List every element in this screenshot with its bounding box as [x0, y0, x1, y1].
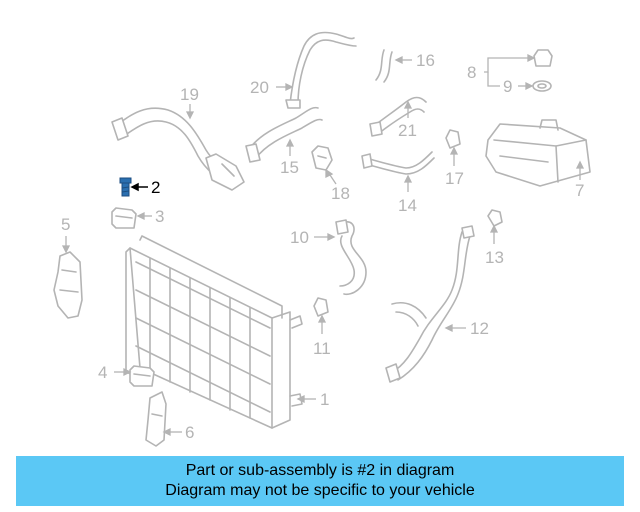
parts-diagram: 1 2 3 4 5 6 7 8 9 10 11 12 13 14 15 16 1…: [53, 31, 591, 447]
clip-part-11[interactable]: [313, 297, 329, 317]
leader-arrow-11: [317, 314, 327, 334]
leader-arrow-1: [296, 394, 316, 404]
hose-part-14[interactable]: [361, 151, 435, 175]
leader-arrow-12: [444, 323, 466, 333]
part-number-18[interactable]: 18: [331, 184, 350, 203]
expansion-tank-part-7[interactable]: [485, 119, 591, 187]
part-number-6[interactable]: 6: [185, 423, 195, 442]
part-number-10[interactable]: 10: [290, 228, 309, 247]
leader-arrow-14: [403, 174, 413, 192]
part-number-11[interactable]: 11: [313, 339, 331, 358]
leader-arrow-2: [130, 182, 148, 192]
leader-arrow-18: [325, 168, 337, 185]
caption-line-disclaimer: Diagram may not be specific to your vehi…: [165, 482, 475, 499]
leader-arrow-19: [185, 104, 195, 120]
part-number-4[interactable]: 4: [98, 363, 108, 382]
bracket-part-6[interactable]: [145, 391, 167, 447]
caption-line-part-number: Part or sub-assembly is #2 in diagram: [185, 462, 455, 479]
leader-arrow-20: [276, 82, 294, 92]
clip-part-17[interactable]: [445, 129, 461, 149]
leader-arrow-3: [136, 211, 152, 221]
diagram-drawing: [53, 31, 591, 447]
hose-part-15[interactable]: [245, 106, 323, 163]
clip-part-13[interactable]: [487, 209, 503, 227]
air-guide-part-5[interactable]: [53, 251, 83, 319]
part-number-15[interactable]: 15: [280, 158, 299, 177]
leader-arrow-15: [285, 138, 295, 156]
seal-ring-part-9[interactable]: [532, 80, 552, 92]
leader-arrow-10: [314, 232, 336, 242]
part-number-12[interactable]: 12: [470, 319, 489, 338]
mount-part-3[interactable]: [111, 207, 137, 229]
leader-arrow-17: [449, 146, 459, 166]
part-number-19[interactable]: 19: [180, 85, 199, 104]
leader-arrow-9: [518, 81, 534, 91]
sensor-part-18[interactable]: [311, 145, 333, 171]
part-number-13[interactable]: 13: [485, 248, 504, 267]
part-number-17[interactable]: 17: [445, 169, 464, 188]
leader-arrow-7: [575, 160, 585, 180]
cap-part-8[interactable]: [533, 49, 553, 67]
part-number-16[interactable]: 16: [416, 51, 435, 70]
leader-arrow-16: [394, 55, 412, 65]
part-number-5[interactable]: 5: [61, 215, 71, 234]
hose-part-16[interactable]: [375, 49, 393, 83]
leader-arrow-5: [61, 236, 71, 254]
part-number-8[interactable]: 8: [467, 63, 477, 82]
hose-part-12[interactable]: [385, 225, 475, 383]
part-number-1[interactable]: 1: [320, 390, 330, 409]
part-number-3[interactable]: 3: [155, 207, 165, 226]
highlighted-part-2-screw[interactable]: [119, 177, 132, 197]
leader-arrow-8: [484, 53, 536, 87]
hose-part-19[interactable]: [111, 107, 245, 191]
leader-arrow-13: [489, 224, 499, 244]
diagram-caption-banner: Part or sub-assembly is #2 in diagram Di…: [16, 456, 624, 506]
part-number-20[interactable]: 20: [250, 78, 269, 97]
part-number-21[interactable]: 21: [398, 121, 417, 140]
leader-arrow-21: [403, 100, 413, 118]
mount-part-4[interactable]: [129, 365, 155, 387]
radiator-part[interactable]: [125, 235, 303, 429]
part-number-7[interactable]: 7: [575, 181, 585, 200]
part-number-9[interactable]: 9: [503, 77, 513, 96]
hose-part-21[interactable]: [369, 96, 427, 137]
part-number-2[interactable]: 2: [151, 178, 161, 197]
leader-arrow-4: [114, 367, 132, 377]
hose-part-10[interactable]: [335, 219, 367, 296]
leader-arrow-6: [162, 427, 182, 437]
part-number-14[interactable]: 14: [398, 196, 417, 215]
hose-part-20[interactable]: [285, 31, 357, 109]
